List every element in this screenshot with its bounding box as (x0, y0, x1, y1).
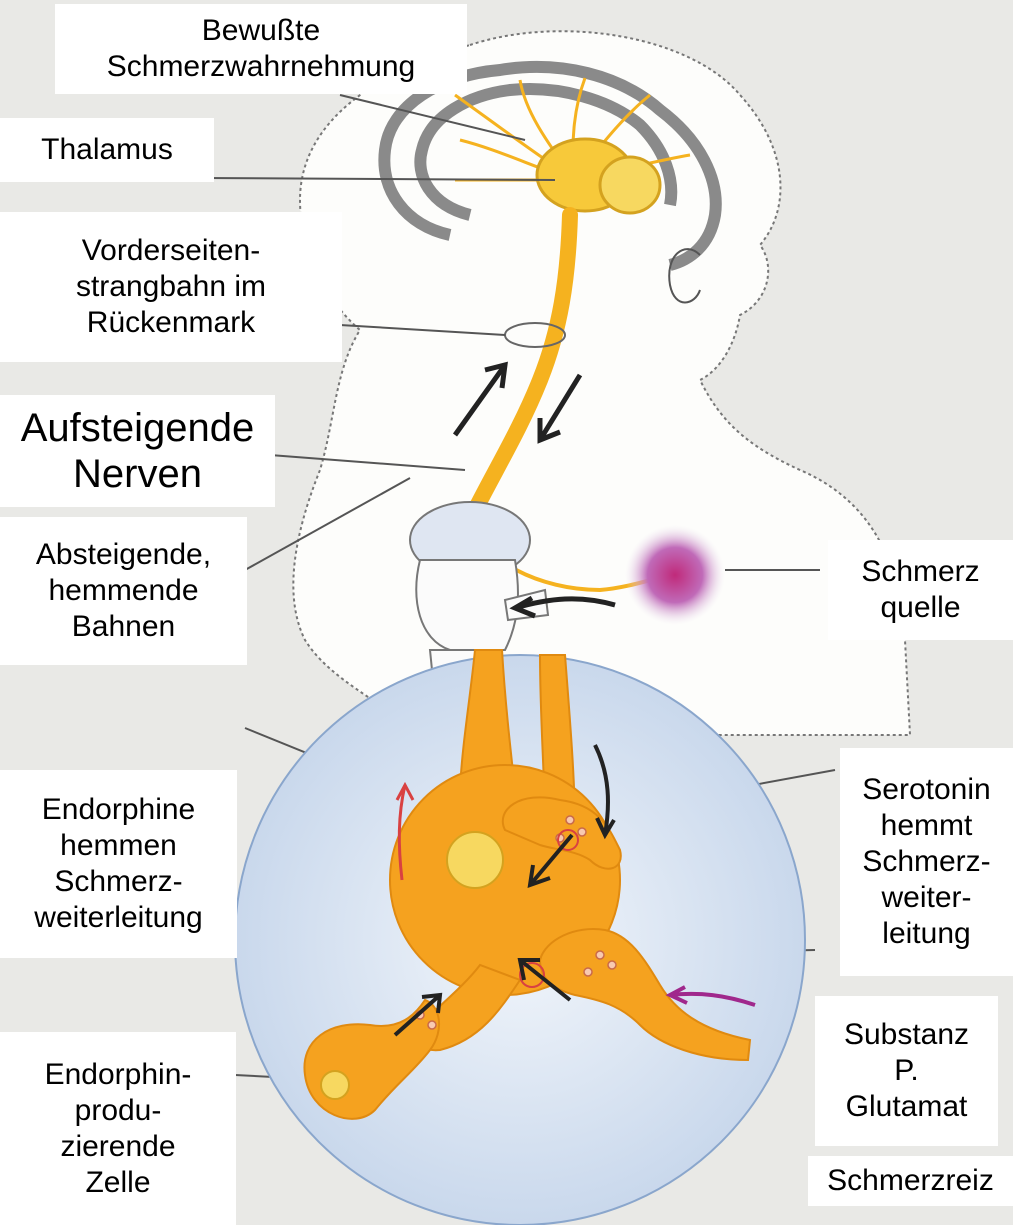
label-endorphin-cell: Endorphin- produ- zierende Zelle (0, 1032, 236, 1225)
label-descending-pathways: Absteigende, hemmende Bahnen (0, 517, 247, 665)
label-endorphins: Endorphine hemmen Schmerz- weiterleitung (0, 770, 237, 958)
label-pain-source: Schmerz quelle (828, 540, 1013, 640)
label-thalamus: Thalamus (0, 118, 214, 182)
pain-source (625, 525, 725, 625)
label-serotonin: Serotonin hemmt Schmerz- weiter- leitung (840, 748, 1013, 976)
label-substance-p-glutamate: Substanz P. Glutamat (815, 996, 998, 1146)
label-conscious-perception: Bewußte Schmerzwahrnehmung (55, 4, 467, 94)
label-ascending-nerves: Aufsteigende Nerven (0, 395, 275, 507)
label-spinal-tract: Vorderseiten- strangbahn im Rückenmark (0, 212, 342, 362)
label-pain-stimulus: Schmerzreiz (808, 1156, 1013, 1206)
nucleus (447, 832, 503, 888)
